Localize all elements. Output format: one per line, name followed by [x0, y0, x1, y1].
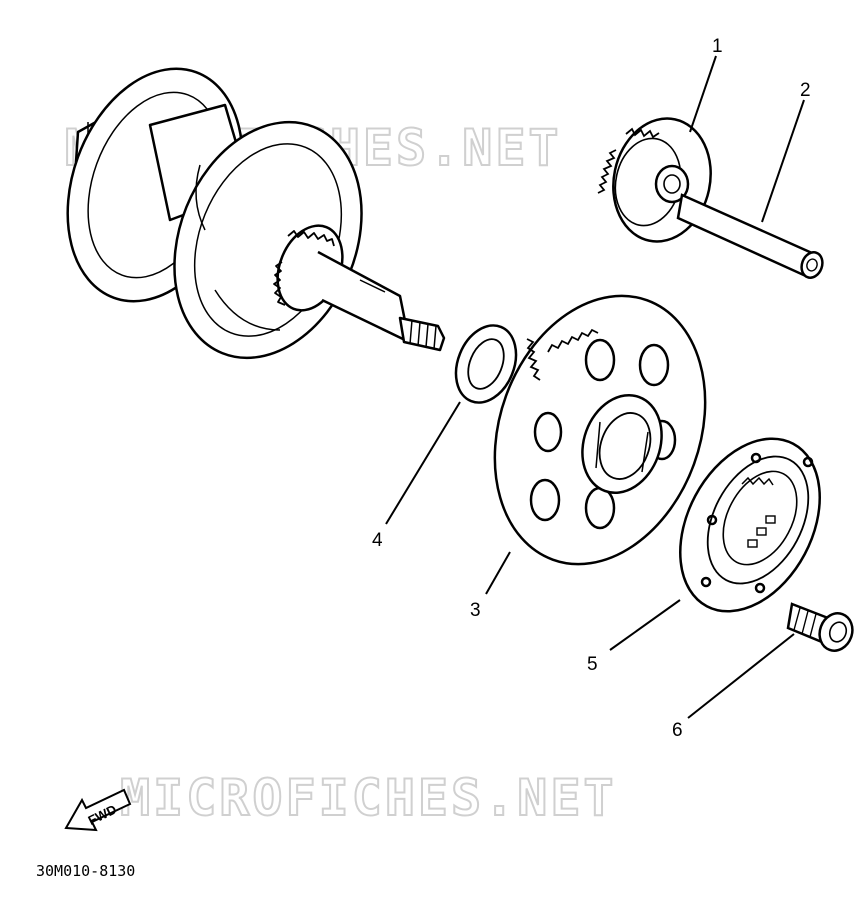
one-way-clutch-part-5: [679, 437, 821, 613]
callout-1: 1: [712, 36, 723, 57]
callout-2: 2: [800, 80, 811, 101]
drawing-code: 30M010-8130: [36, 862, 135, 880]
leader-lines: [385, 55, 805, 719]
crankshaft-assembly: [66, 67, 446, 360]
callout-3: 3: [470, 600, 481, 621]
callout-4: 4: [372, 530, 383, 551]
callout-5: 5: [587, 654, 598, 675]
callout-6: 6: [672, 720, 683, 741]
watermark-bottom: MICROFICHES.NET: [120, 769, 617, 827]
idle-gear-shaft-part-2: [676, 193, 824, 279]
starter-wheel-gear-part-3: [493, 294, 707, 566]
washer-part-4: [454, 324, 518, 404]
bolt-part-6: [786, 602, 854, 652]
